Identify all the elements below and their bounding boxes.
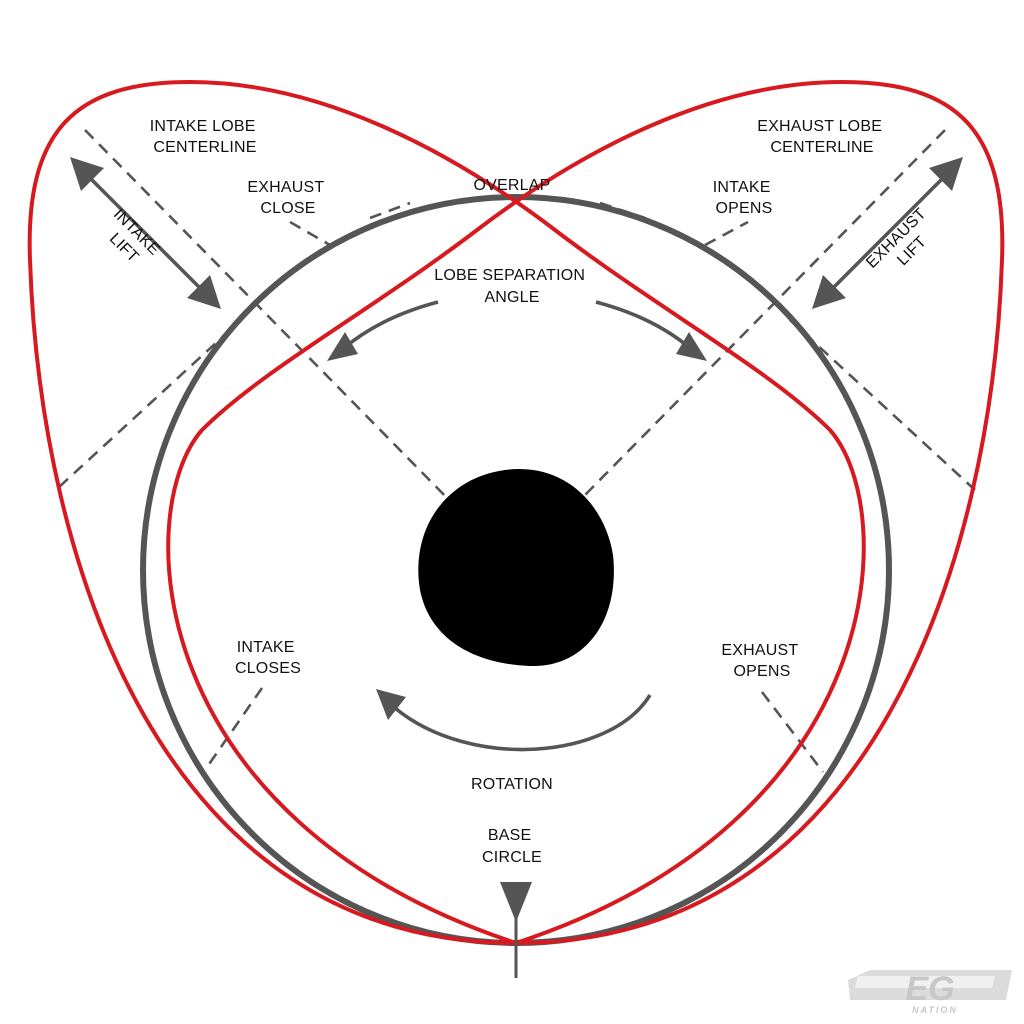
exhaust-opens-label: EXHAUST OPENS	[721, 642, 802, 680]
svg-text:NATION: NATION	[912, 1005, 958, 1015]
intake-lobe-outline	[27, 79, 866, 946]
overlap-label: OVERLAP	[474, 177, 551, 194]
exhaust-close-label: EXHAUST CLOSE	[247, 179, 328, 217]
base-circle-pointer	[500, 882, 532, 978]
exhaust-lobe-centerline	[584, 129, 946, 496]
intake-lift-label: INTAKE LIFT	[96, 206, 166, 276]
intake-lift-arrow	[70, 157, 221, 309]
intake-opens-leader	[704, 220, 749, 247]
lobe-separation-angle-label: LOBE SEPARATION ANGLE	[434, 267, 590, 306]
svg-text:EG: EG	[905, 970, 954, 1008]
base-circle-label: BASE CIRCLE	[482, 827, 542, 866]
intake-opens-label: INTAKE OPENS	[713, 179, 775, 217]
exhaust-opens-leader	[760, 691, 825, 773]
eg-nation-logo: EG NATION	[848, 970, 1012, 1015]
intake-closes-leader	[203, 687, 264, 771]
exhaust-lobe-centerline-extension	[57, 329, 231, 489]
rotation-label: ROTATION	[471, 776, 553, 793]
exhaust-lobe-outline	[166, 79, 1005, 946]
intake-lobe-centerline-label: INTAKE LOBE CENTERLINE	[150, 118, 261, 156]
exhaust-lobe-centerline-label: EXHAUST LOBE CENTERLINE	[757, 118, 886, 156]
rotation-arrow	[376, 689, 652, 752]
exhaust-close-leader	[289, 220, 331, 247]
lobe-separation-arrows	[327, 300, 707, 361]
intake-lobe-centerline-extension	[789, 319, 976, 491]
overlap-leader-left	[369, 201, 411, 220]
intake-closes-label: INTAKE CLOSES	[235, 639, 301, 677]
cam-hub	[418, 469, 614, 667]
exhaust-lift-arrow	[812, 157, 963, 309]
